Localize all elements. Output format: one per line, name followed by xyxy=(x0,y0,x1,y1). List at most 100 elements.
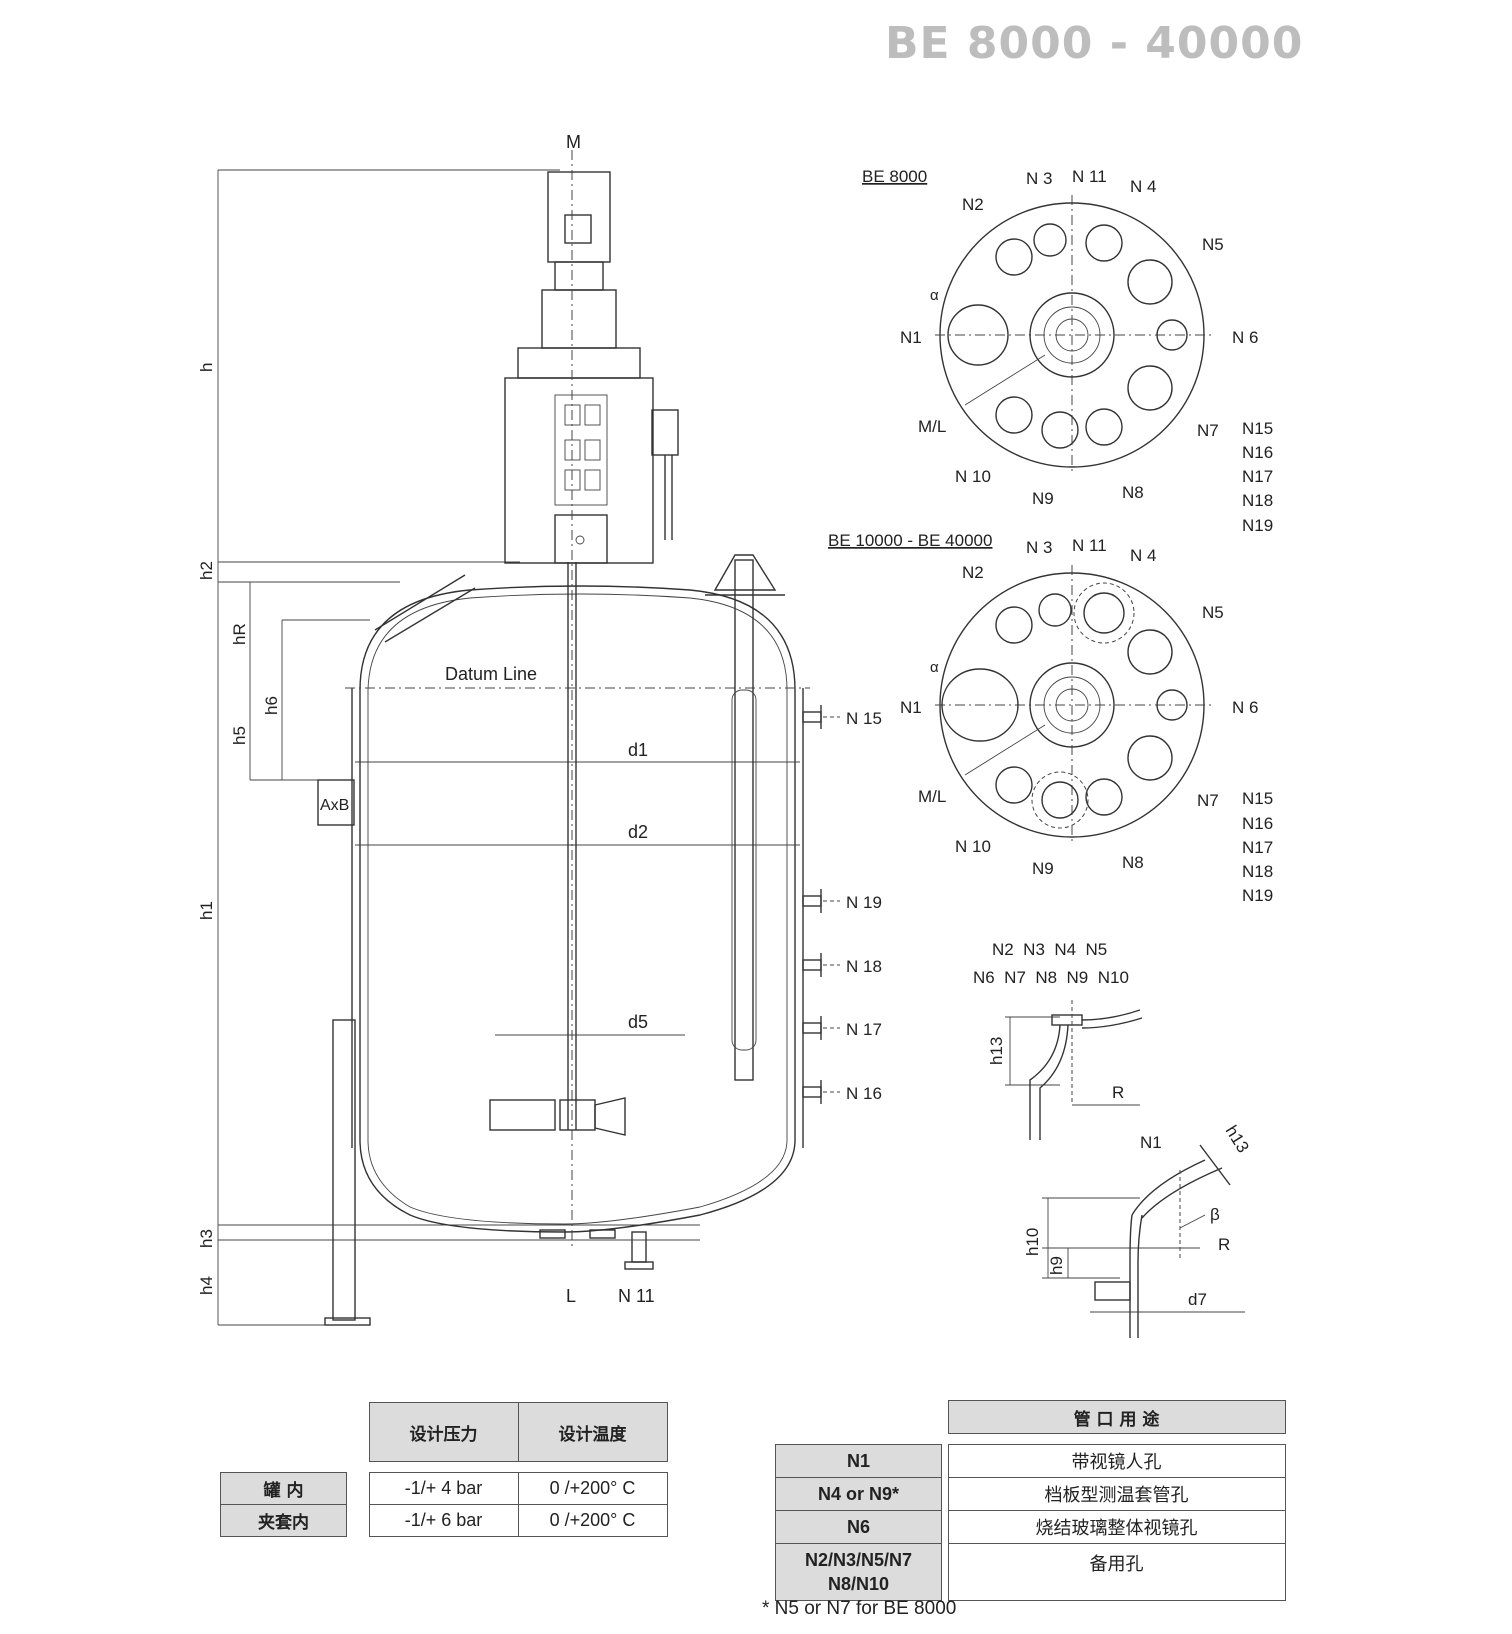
detail1-nozzle-row1: N2 N3 N4 N5 xyxy=(992,940,1107,959)
top2-side-N18: N18 xyxy=(1242,862,1273,881)
nozzle-id: N2/N3/N5/N7 N8/N10 xyxy=(775,1543,942,1601)
label-h6: h6 xyxy=(262,696,281,715)
row-label-vessel: 罐 内 xyxy=(220,1472,347,1505)
top2-label-N1: N1 xyxy=(900,698,922,717)
top2-label-N10: N 10 xyxy=(955,837,991,856)
label-datum-line: Datum Line xyxy=(445,664,537,684)
header-design-temperature: 设计温度 xyxy=(517,1402,668,1462)
design-conditions-table: 设计压力 设计温度 罐 内 -1/+ 4 bar 0 /+200° C 夹套内 … xyxy=(220,1402,668,1537)
top1-label-N2: N2 xyxy=(962,195,984,214)
top2-label-N7: N7 xyxy=(1197,791,1219,810)
top2-label-N6: N 6 xyxy=(1232,698,1258,717)
label-h4: h4 xyxy=(197,1276,216,1295)
gap xyxy=(221,1462,668,1473)
spacer xyxy=(347,1473,370,1505)
label-N18: N 18 xyxy=(846,957,882,976)
nozzle-use: 档板型测温套管孔 xyxy=(947,1477,1286,1511)
label-h2: h2 xyxy=(197,561,216,580)
nozzle-use-table: 管 口 用 途 N1 带视镜人孔 N4 or N9* 档板型测温套管孔 N6 烧… xyxy=(775,1400,1286,1601)
top1-label-N6: N 6 xyxy=(1232,328,1258,347)
top1-label-N5: N5 xyxy=(1202,235,1224,254)
top1-label-N3: N 3 xyxy=(1026,169,1052,188)
top-view-title: BE 10000 - BE 40000 xyxy=(828,531,992,550)
top1-side-N16: N16 xyxy=(1242,443,1273,462)
nozzle-id: N6 xyxy=(775,1510,942,1544)
nozzle-id: N1 xyxy=(775,1444,942,1478)
top2-side-N19: N19 xyxy=(1242,886,1273,905)
top1-label-N1: N1 xyxy=(900,328,922,347)
jacket-pressure: -1/+ 6 bar xyxy=(368,1504,519,1537)
label-N16: N 16 xyxy=(846,1084,882,1103)
label-N15: N 15 xyxy=(846,709,882,728)
label-h: h xyxy=(197,363,216,372)
label-N19: N 19 xyxy=(846,893,882,912)
detail2-R: R xyxy=(1218,1235,1230,1254)
nozzle-use: 备用孔 xyxy=(947,1543,1286,1601)
detail2-N1: N1 xyxy=(1140,1133,1162,1152)
side-nozzle-labels: N 15 N 19 N 18 N 17 N 16 xyxy=(823,709,882,1103)
label-d5: d5 xyxy=(628,1012,648,1032)
top2-label-N8: N8 xyxy=(1122,853,1144,872)
top1-label-N11: N 11 xyxy=(1072,167,1107,186)
top1-side-N15: N15 xyxy=(1242,419,1273,438)
label-d2: d2 xyxy=(628,822,648,842)
label-hR: hR xyxy=(230,623,249,645)
jacket-temperature: 0 /+200° C xyxy=(517,1504,668,1537)
top1-label-N10: N 10 xyxy=(955,467,991,486)
header-design-pressure: 设计压力 xyxy=(368,1402,519,1462)
detail2-beta: β xyxy=(1210,1205,1220,1224)
main-vessel-view: M L N 11 Datum Line d1 d2 d5 AxB h h2 hR… xyxy=(197,132,882,1326)
detail1-nozzle-row2: N6 N7 N8 N9 N10 xyxy=(973,968,1129,987)
label-N11: N 11 xyxy=(618,1286,655,1306)
nozzle-use: 带视镜人孔 xyxy=(947,1444,1286,1478)
gap xyxy=(776,1434,1286,1445)
nozzle-use-header: 管 口 用 途 xyxy=(947,1400,1286,1434)
top1-side-N19: N19 xyxy=(1242,516,1273,535)
detail2-h9: h9 xyxy=(1047,1256,1066,1275)
top2-side-N16: N16 xyxy=(1242,814,1273,833)
label-axb: AxB xyxy=(320,797,349,814)
top1-label-N7: N7 xyxy=(1197,421,1219,440)
top2-label-alpha: α xyxy=(930,659,939,676)
top2-label-N5: N5 xyxy=(1202,603,1224,622)
vessel-temperature: 0 /+200° C xyxy=(517,1472,668,1505)
top1-side-N18: N18 xyxy=(1242,491,1273,510)
spacer xyxy=(347,1505,370,1537)
detail2-h10: h10 xyxy=(1023,1228,1042,1256)
detail1-h13: h13 xyxy=(987,1037,1006,1065)
nozzle-detail-2: N1 β R h13 h10 h9 d7 xyxy=(1023,1122,1253,1338)
top1-label-alpha: α xyxy=(930,287,939,304)
detail2-d7: d7 xyxy=(1188,1290,1207,1309)
label-M: M xyxy=(566,132,581,152)
empty-corner xyxy=(776,1401,942,1434)
top-view-be10000-40000: BE 10000 - BE 40000 N 3 N 11 N 4 N2 N5 α… xyxy=(828,531,1273,905)
top1-label-N4: N 4 xyxy=(1130,177,1156,196)
detail2-h13: h13 xyxy=(1222,1122,1253,1156)
top1-side-list: N15 N16 N17 N18 N19 xyxy=(1242,419,1273,535)
nozzle-detail-1: N2 N3 N4 N5 N6 N7 N8 N9 N10 h13 R xyxy=(973,940,1143,1140)
nozzle-id: N4 or N9* xyxy=(775,1477,942,1511)
side-nozzle-shapes xyxy=(802,705,822,1104)
top2-side-list: N15 N16 N17 N18 N19 xyxy=(1242,789,1273,905)
vessel-pressure: -1/+ 4 bar xyxy=(368,1472,519,1505)
label-h3: h3 xyxy=(197,1229,216,1248)
top2-label-N9: N9 xyxy=(1032,859,1054,878)
label-h1: h1 xyxy=(197,901,216,920)
spacer xyxy=(347,1403,370,1462)
label-h5: h5 xyxy=(230,726,249,745)
top-view-title: BE 8000 xyxy=(862,167,927,186)
top2-side-N15: N15 xyxy=(1242,789,1273,808)
label-N17: N 17 xyxy=(846,1020,882,1039)
nozzle-use: 烧结玻璃整体视镜孔 xyxy=(947,1510,1286,1544)
top2-label-ML: M/L xyxy=(918,787,946,806)
top2-label-N3: N 3 xyxy=(1026,538,1052,557)
page-title: BE 8000 - 40000 xyxy=(885,18,1304,69)
top1-side-N17: N17 xyxy=(1242,467,1273,486)
top1-label-N8: N8 xyxy=(1122,483,1144,502)
top1-label-ML: M/L xyxy=(918,417,946,436)
empty-corner xyxy=(221,1403,347,1462)
top-view-be8000: BE 8000 N 3 N 11 N 4 N2 N5 α N1 N 6 M/L … xyxy=(862,167,1273,535)
row-label-jacket: 夹套内 xyxy=(220,1504,347,1537)
top1-label-N9: N9 xyxy=(1032,489,1054,508)
